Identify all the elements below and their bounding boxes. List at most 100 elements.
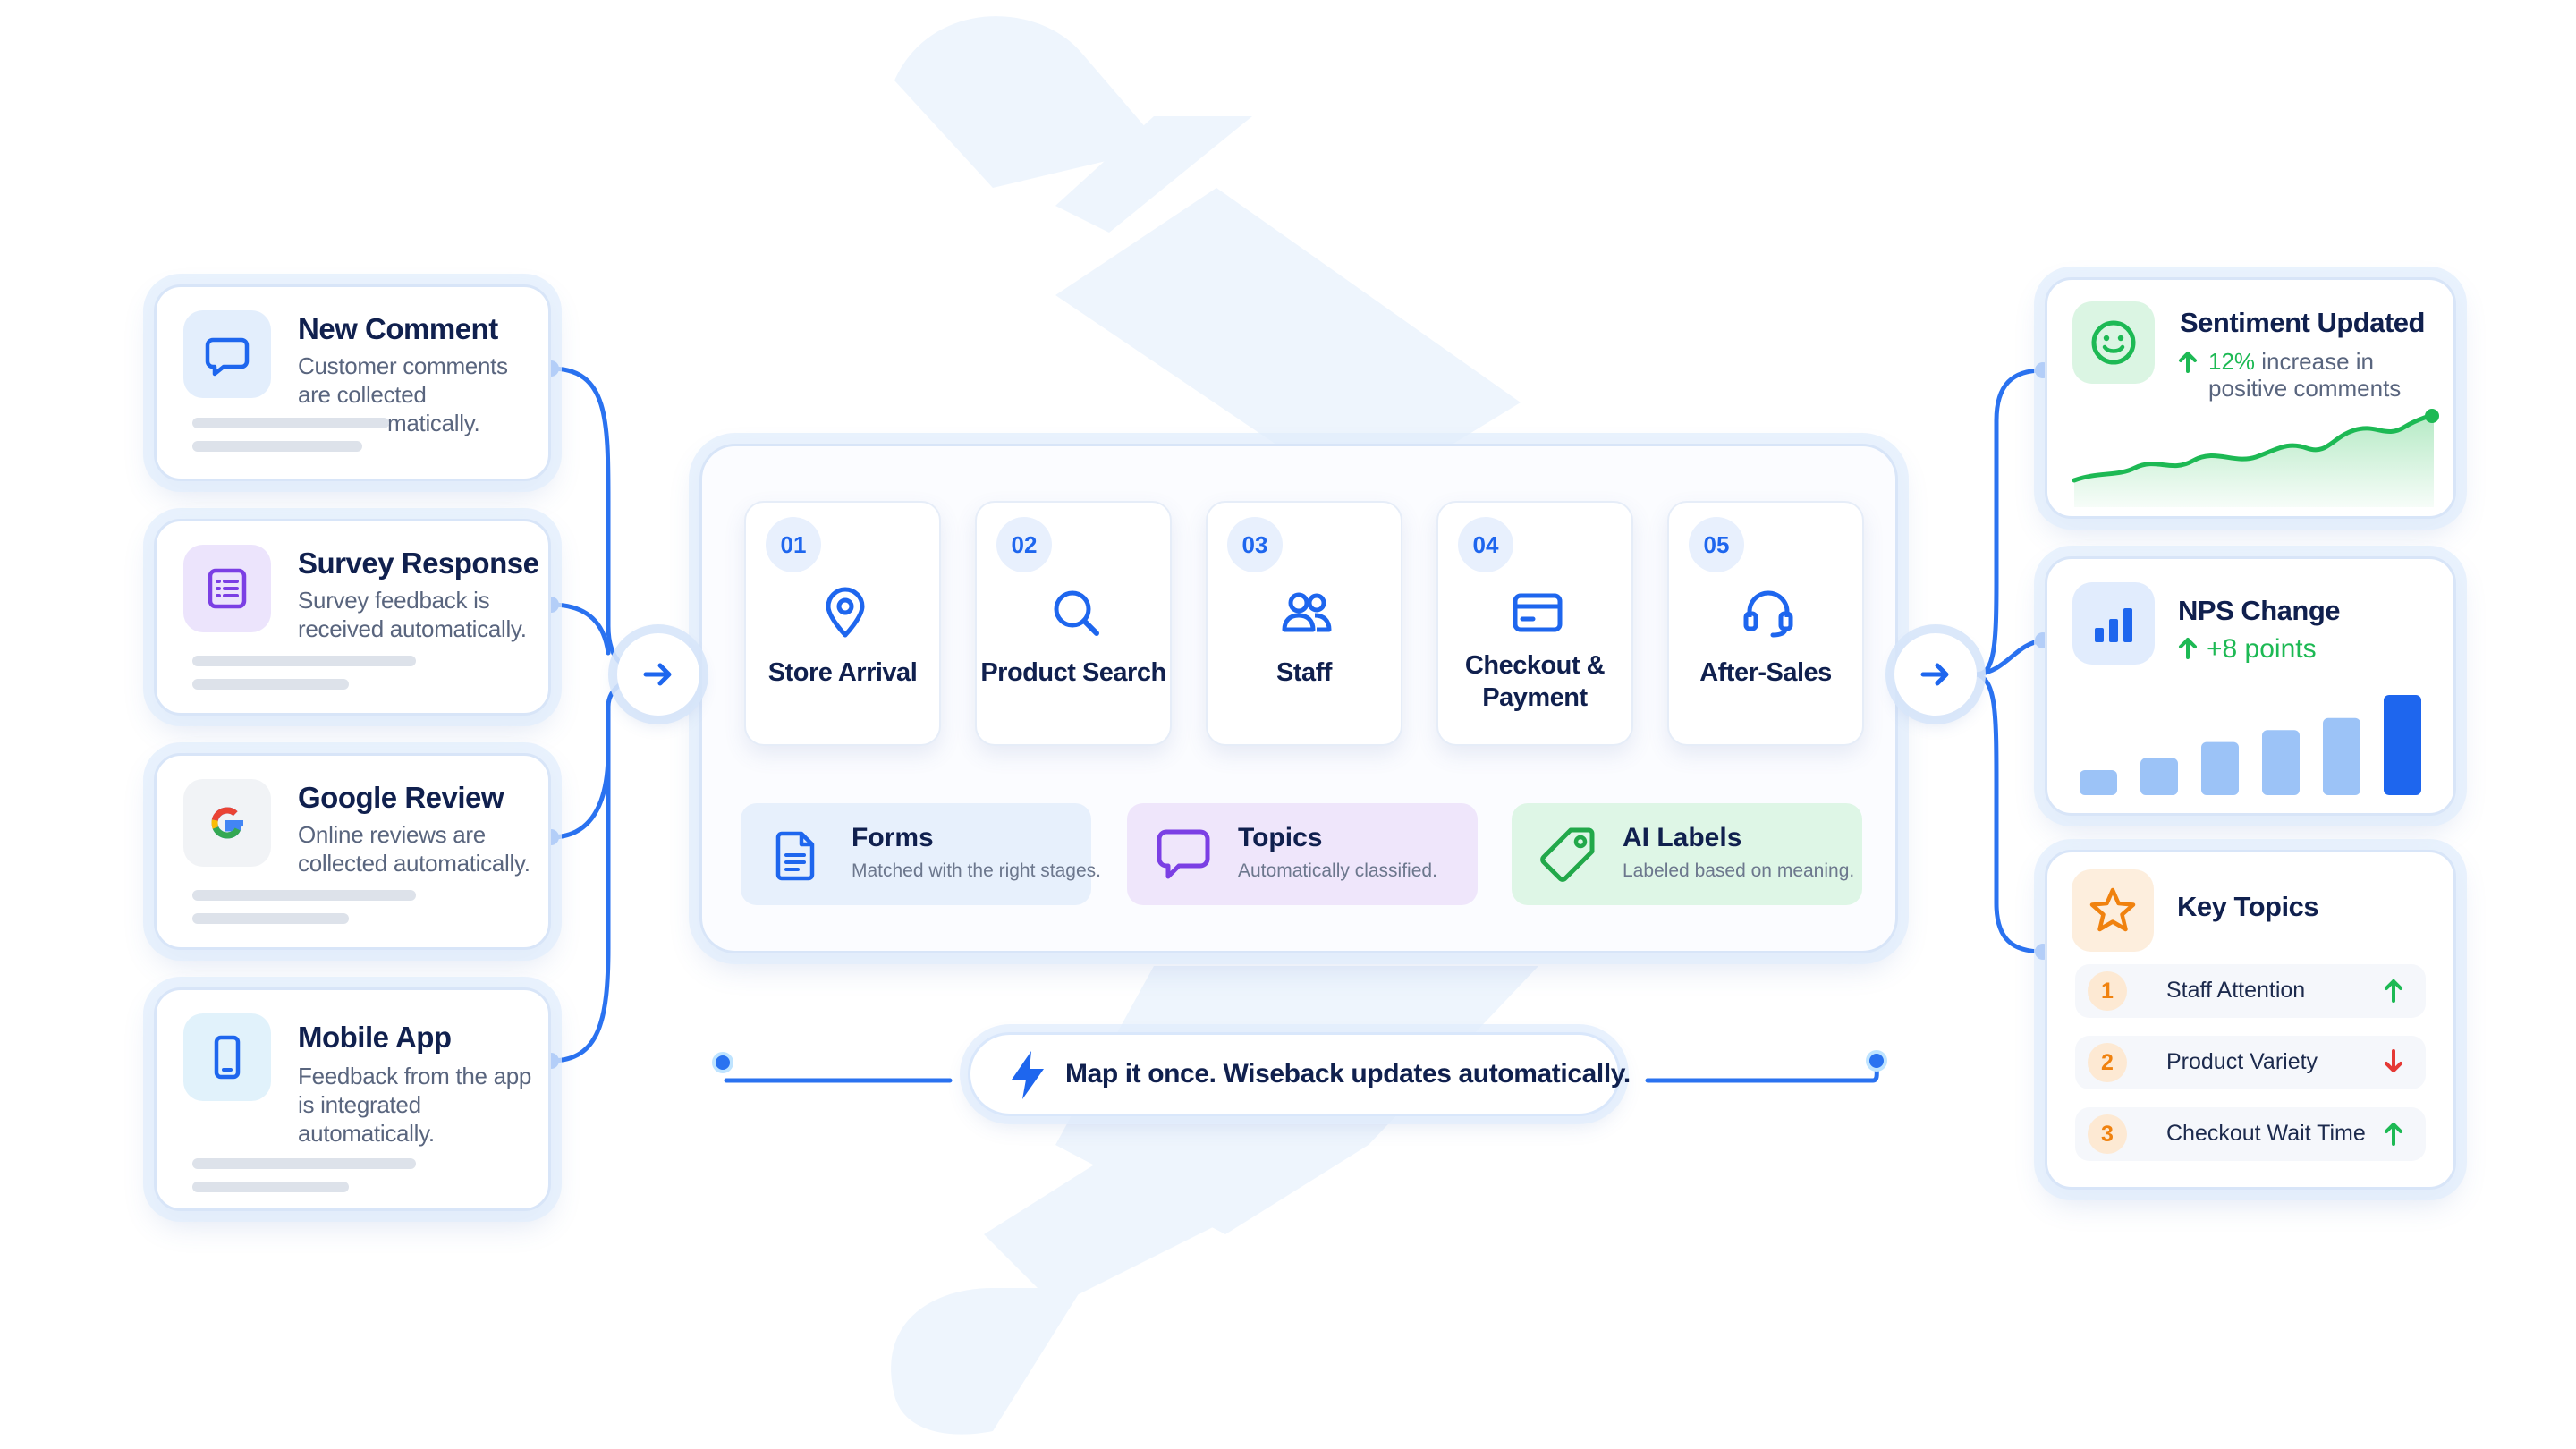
stage-label: Product Search — [977, 657, 1170, 689]
source-title: Google Review — [298, 781, 504, 814]
source-title: New Comment — [298, 312, 498, 345]
source-card-mobile-app[interactable]: Mobile App Feedback from the app is inte… — [154, 987, 551, 1211]
arrow-right-icon — [643, 663, 672, 686]
magnifier-icon — [1054, 590, 1099, 636]
source-card-survey-response[interactable]: Survey Response Survey feedback is recei… — [154, 519, 551, 716]
placeholder-bar — [192, 679, 349, 690]
stage-number: 01 — [766, 517, 821, 572]
key-topics-title: Key Topics — [2177, 891, 2319, 922]
trend-up-icon — [2385, 1123, 2402, 1146]
tag-subtitle: Labeled based on meaning. — [1623, 860, 1855, 881]
placeholder-bar — [192, 418, 389, 428]
tag-title: Topics — [1238, 823, 1323, 852]
desc-line: matically. — [387, 410, 480, 436]
tag-topics[interactable]: Topics Automatically classified. — [1127, 803, 1478, 905]
arrow-right-icon — [1920, 663, 1949, 686]
placeholder-bar — [192, 913, 349, 924]
nps-bars — [2080, 695, 2421, 795]
topic-row[interactable]: 2 Product Variety — [2075, 1036, 2426, 1089]
mobile-phone-icon — [183, 1013, 271, 1101]
source-card-google-review[interactable]: Google Review Online reviews are collect… — [154, 753, 551, 950]
nps-title: NPS Change — [2178, 595, 2341, 626]
nps-bar — [2262, 730, 2300, 795]
topic-row[interactable]: 1 Staff Attention — [2075, 964, 2426, 1018]
nps-bar — [2140, 758, 2178, 795]
sentiment-rest: increase in — [2255, 348, 2375, 375]
desc-line: received automatically. — [298, 615, 527, 642]
star-icon — [2072, 869, 2154, 952]
survey-form-icon — [183, 545, 271, 632]
placeholder-bar — [192, 1158, 416, 1169]
sentiment-card[interactable]: Sentiment Updated 12% increase in positi… — [2045, 277, 2456, 519]
source-title: Mobile App — [298, 1021, 452, 1054]
sentiment-highlight: 12% — [2208, 348, 2256, 375]
topic-label: Checkout Wait Time — [2166, 1121, 2366, 1146]
nps-bar — [2201, 741, 2239, 795]
sentiment-line2: positive comments — [2208, 375, 2402, 402]
sentiment-line1: 12% increase in — [2208, 348, 2374, 376]
label-line: Product Search — [980, 658, 1166, 687]
desc-line: automatically. — [298, 1120, 435, 1147]
desc-line: are collected — [298, 381, 427, 408]
sentiment-trend-graph — [2072, 409, 2439, 507]
label-line: Payment — [1482, 683, 1588, 712]
input-arrow-button[interactable] — [617, 633, 699, 716]
placeholder-bar — [192, 890, 416, 901]
topic-label: Staff Attention — [2166, 978, 2306, 1003]
speech-bubble-icon — [183, 310, 271, 398]
label-line: Staff — [1276, 658, 1332, 687]
stage-checkout-payment[interactable]: 04 Checkout & Payment — [1436, 501, 1633, 746]
source-title: Survey Response — [298, 547, 539, 580]
desc-line: Online reviews are — [298, 821, 486, 848]
topic-label: Product Variety — [2166, 1049, 2318, 1074]
source-description: Feedback from the app is integrated auto… — [298, 1062, 531, 1148]
stage-after-sales[interactable]: 05 After-Sales — [1667, 501, 1864, 746]
stage-number: 04 — [1458, 517, 1513, 572]
placeholder-bar — [192, 1182, 349, 1192]
stage-product-search[interactable]: 02 Product Search — [975, 501, 1172, 746]
bar-chart-icon — [2072, 582, 2155, 665]
desc-line: collected automatically. — [298, 850, 530, 877]
topic-row[interactable]: 3 Checkout Wait Time — [2075, 1107, 2426, 1161]
desc-line: Feedback from the app — [298, 1063, 532, 1089]
tag-subtitle: Matched with the right stages. — [852, 860, 1101, 881]
document-icon — [775, 831, 815, 881]
credit-card-icon — [1513, 593, 1563, 632]
stage-label: Store Arrival — [746, 657, 939, 689]
tag-title: Forms — [852, 823, 934, 852]
tag-ai-labels[interactable]: AI Labels Labeled based on meaning. — [1512, 803, 1862, 905]
placeholder-bar — [192, 656, 416, 666]
source-description: Online reviews are collected automatical… — [298, 820, 530, 877]
chat-bubble-icon — [1157, 829, 1210, 879]
smiley-icon — [2072, 301, 2155, 384]
desc-line: Survey feedback is — [298, 587, 490, 614]
tagline-text: Map it once. Wiseback updates automatica… — [1065, 1059, 1631, 1089]
headset-icon — [1743, 590, 1793, 638]
desc-line: Customer comments — [298, 352, 508, 379]
tag-forms[interactable]: Forms Matched with the right stages. — [741, 803, 1101, 905]
lightning-bolt-icon — [1012, 1051, 1044, 1099]
source-card-new-comment[interactable]: New Comment Customer comments are collec… — [154, 284, 551, 481]
stage-number: 05 — [1689, 517, 1744, 572]
stage-number: 03 — [1227, 517, 1283, 572]
stage-staff[interactable]: 03 Staff — [1206, 501, 1402, 746]
stage-store-arrival[interactable]: 01 Store Arrival — [744, 501, 941, 746]
location-pin-icon — [826, 587, 865, 638]
label-line: Store Arrival — [767, 658, 918, 687]
stage-label: Staff — [1208, 657, 1401, 689]
price-tag-icon — [1540, 827, 1595, 882]
label-line: Checkout & — [1464, 651, 1606, 680]
nps-card[interactable]: NPS Change +8 points — [2045, 556, 2456, 816]
google-g-icon — [183, 779, 271, 867]
arrow-up-icon — [2179, 638, 2197, 659]
tagline-pill: Map it once. Wiseback updates automatica… — [968, 1032, 1631, 1116]
topic-rank: 2 — [2088, 1043, 2127, 1082]
trend-down-icon — [2385, 1049, 2402, 1072]
nps-bar — [2384, 695, 2421, 795]
stage-label: After-Sales — [1669, 657, 1862, 689]
tag-subtitle: Automatically classified. — [1238, 860, 1437, 881]
placeholder-bar — [192, 441, 362, 452]
output-arrow-button[interactable] — [1894, 633, 1977, 716]
sentiment-title: Sentiment Updated — [2180, 307, 2425, 338]
nps-change: +8 points — [2207, 634, 2317, 664]
